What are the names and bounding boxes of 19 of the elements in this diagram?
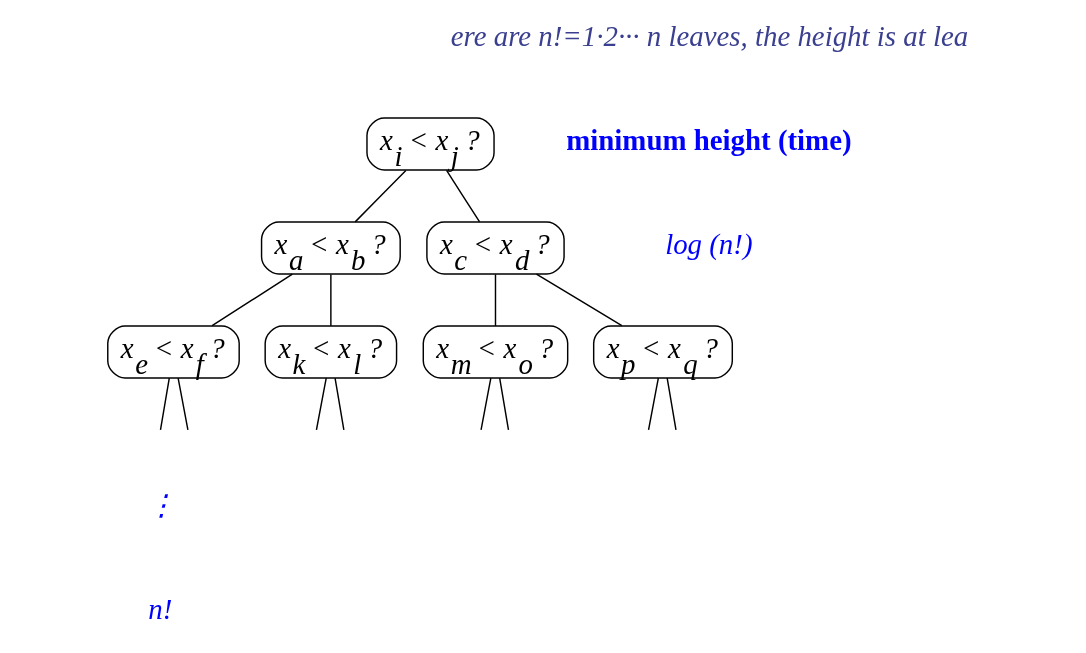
- connector: [159, 377, 170, 431]
- connector: [333, 377, 345, 431]
- label: minimum height (time): [565, 123, 852, 156]
- label: n!: [147, 592, 172, 625]
- label: log (n!): [664, 227, 753, 260]
- label: ⋮: [146, 488, 176, 521]
- connector: [498, 377, 509, 431]
- connector: [315, 377, 327, 431]
- label: ere are n!=1·2··· n leaves, the height is at lea: [450, 19, 968, 52]
- connector: [535, 273, 623, 327]
- connector: [210, 273, 293, 327]
- connector: [354, 169, 407, 223]
- connector: [445, 169, 480, 223]
- connector: [665, 377, 677, 431]
- connector: [479, 377, 492, 431]
- connector: [494, 273, 496, 327]
- connector: [647, 377, 659, 431]
- connector: [329, 273, 332, 327]
- connector: [176, 377, 189, 431]
